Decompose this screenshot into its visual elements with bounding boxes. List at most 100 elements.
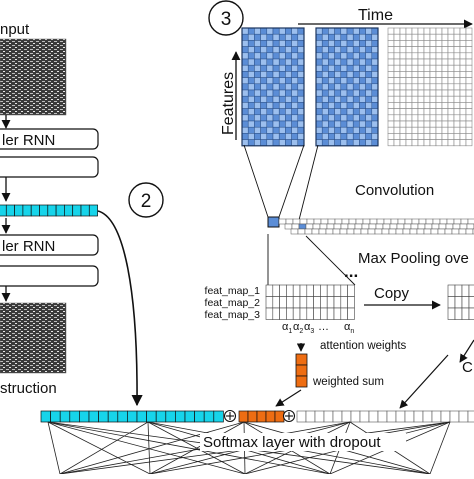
feature-map-cell	[306, 284, 314, 297]
feature-block-cell	[278, 133, 286, 140]
feature-block-cell	[297, 108, 305, 116]
conv-output-cell	[438, 223, 447, 230]
feature-block-cell	[241, 126, 249, 134]
feature-map-cell	[333, 307, 342, 320]
feature-map-cell	[333, 296, 342, 309]
feature-block-cell	[260, 33, 268, 41]
feature-block-cell	[340, 46, 348, 54]
feature-cell	[393, 33, 401, 41]
feature-block-cell	[315, 126, 323, 134]
feature-cell	[387, 114, 395, 122]
hidden-cell	[47, 204, 57, 217]
feature-block-cell	[371, 114, 379, 122]
feature-block-cell	[321, 139, 329, 147]
feature-cell	[417, 108, 425, 116]
feature-map-cell	[279, 296, 287, 309]
feature-block-cell	[334, 126, 342, 134]
feature-block-cell	[291, 95, 299, 103]
conv-projection-right	[296, 144, 319, 229]
feature-block-cell	[365, 102, 373, 109]
feature-block-cell	[297, 95, 305, 103]
feature-block-cell	[272, 46, 280, 54]
feature-cell	[423, 33, 431, 41]
feature-cell	[393, 58, 401, 66]
feature-map-cell	[340, 284, 348, 297]
feature-block-cell	[334, 52, 342, 60]
conv-output-cell	[298, 223, 307, 230]
concat-copy-cell	[458, 410, 469, 423]
feature-block-cell	[359, 52, 366, 60]
feature-cell	[447, 139, 455, 147]
feature-cell	[411, 58, 419, 66]
softmax-connection	[47, 421, 246, 475]
concat-hidden-cell	[117, 410, 128, 423]
feature-cell	[417, 77, 425, 85]
attention-weight-label: …	[318, 321, 329, 333]
feature-block-cell	[266, 114, 274, 122]
feature-block-cell	[272, 139, 280, 147]
feature-block-cell	[321, 89, 329, 97]
feature-cell	[393, 64, 401, 72]
feature-block-cell	[241, 52, 249, 60]
conv-output-cell	[410, 223, 419, 230]
feature-cell	[423, 126, 431, 134]
feature-cell	[393, 40, 401, 47]
feature-block-cell	[365, 77, 373, 85]
feature-cell	[417, 71, 425, 78]
feature-block-cell	[278, 139, 286, 147]
conv-output-cell	[318, 228, 327, 235]
feature-cell	[441, 77, 449, 85]
feature-cell	[441, 102, 449, 109]
conv-output-cell	[417, 223, 426, 230]
concat-attention-cell	[256, 410, 267, 423]
feature-block-cell	[340, 108, 348, 116]
feature-block-cell	[340, 126, 348, 134]
feature-block-cell	[340, 120, 348, 128]
concat-hidden-cell	[59, 410, 71, 423]
feature-block-cell	[340, 139, 348, 147]
feature-block-cell	[254, 126, 261, 134]
feature-block-cell	[297, 133, 305, 140]
feature-block-cell	[321, 133, 329, 140]
feature-cell	[453, 89, 461, 97]
feature-cell	[465, 120, 473, 128]
feature-cell	[405, 133, 413, 140]
feature-block-cell	[328, 46, 335, 54]
feature-block-cell	[285, 120, 292, 128]
feature-block-cell	[272, 83, 280, 91]
feature-block-cell	[334, 89, 342, 97]
feature-cell	[435, 58, 443, 66]
feat-map-2-label: feat_map_2	[205, 297, 261, 309]
concat-copy-cell	[323, 410, 334, 423]
feature-cell	[441, 83, 449, 91]
feature-cell	[447, 108, 455, 116]
feature-block-cell	[297, 114, 305, 122]
feature-cell	[459, 139, 467, 147]
conv-output-cell	[340, 223, 349, 230]
feature-cell	[453, 64, 461, 72]
feature-block-cell	[328, 83, 335, 91]
conv-output-cell	[353, 228, 362, 235]
softmax-label: Softmax layer with dropout	[203, 434, 381, 451]
feature-cell	[441, 126, 449, 134]
feature-block-cell	[334, 71, 342, 78]
feature-block-cell	[260, 40, 268, 47]
feature-cell	[459, 95, 467, 103]
feature-block-cell	[359, 71, 366, 78]
conv-output-cell	[354, 223, 363, 230]
feature-cell	[399, 133, 407, 140]
conv-output-cell	[375, 223, 384, 230]
feature-block-cell	[260, 77, 268, 85]
feature-cell	[453, 133, 461, 140]
feature-cell	[447, 83, 455, 91]
feature-block-cell	[365, 114, 373, 122]
feature-cell	[447, 40, 455, 47]
feature-cell	[429, 89, 437, 97]
feature-block-cell	[371, 102, 379, 109]
feature-block-cell	[254, 64, 261, 72]
feature-block-cell	[278, 95, 286, 103]
feature-block-cell	[359, 133, 366, 140]
feature-block-cell	[266, 126, 274, 134]
feature-map-cell	[265, 307, 274, 320]
feature-cell	[459, 71, 467, 78]
